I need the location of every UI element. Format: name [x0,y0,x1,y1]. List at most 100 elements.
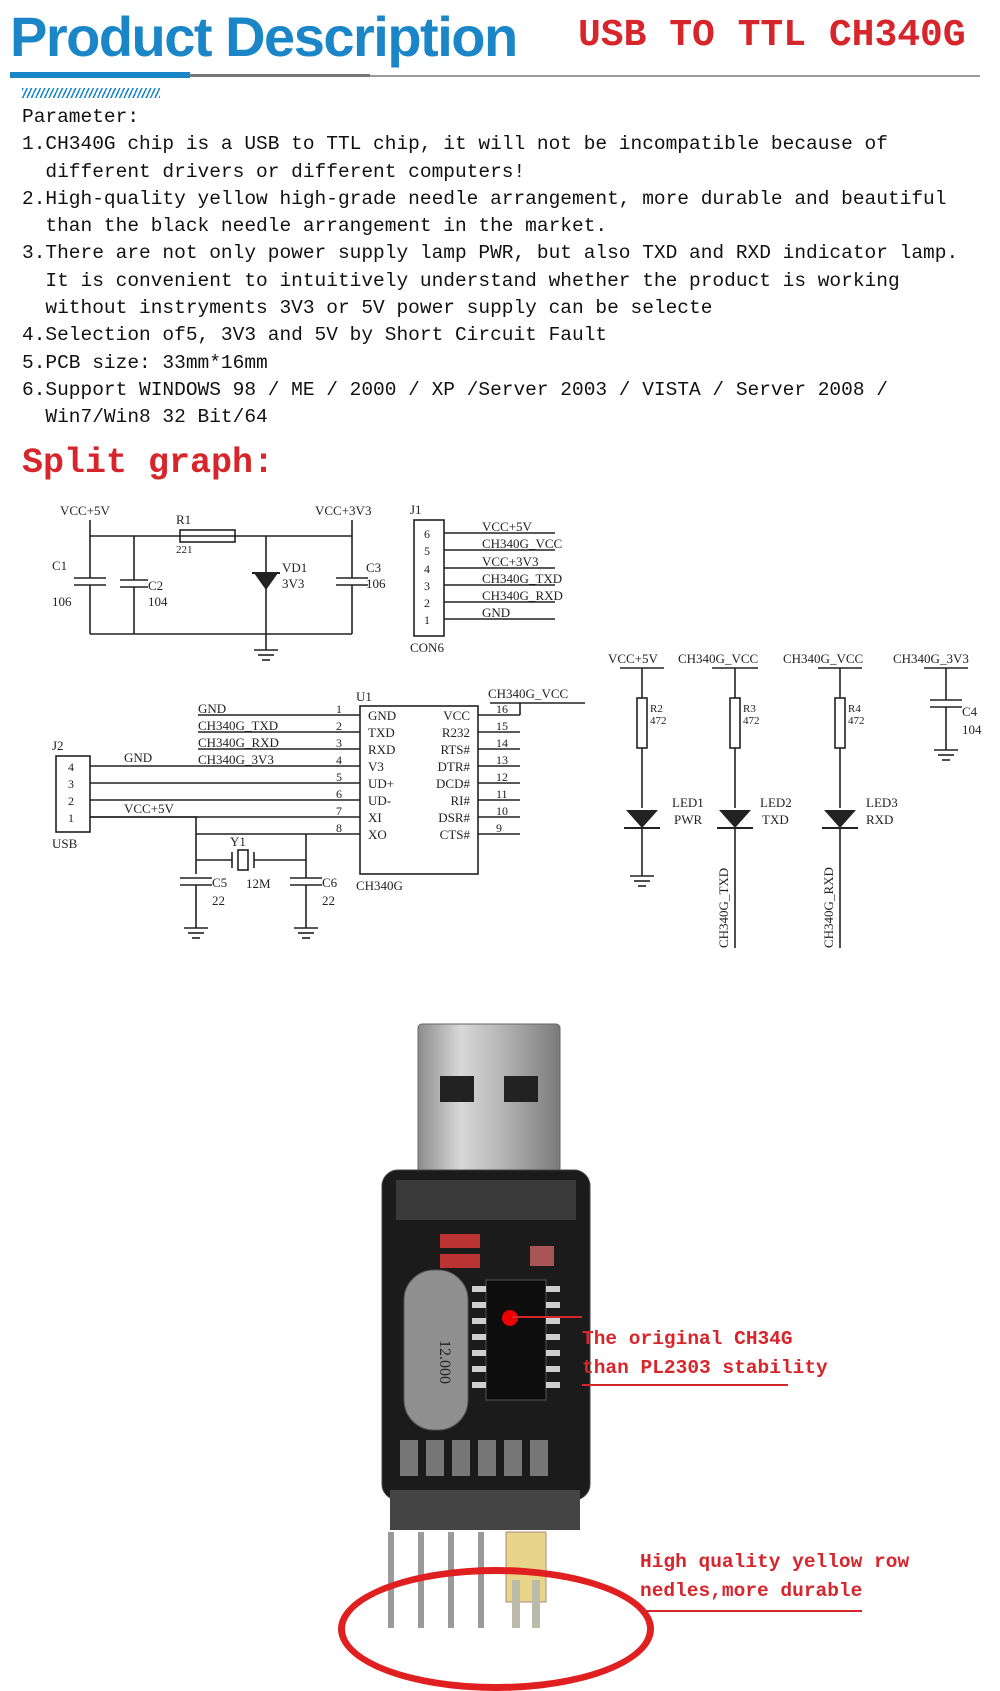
u1-pin: XO [368,827,387,842]
c2-label: C2 [148,578,163,593]
usb-plug-hole [504,1076,538,1102]
crystal-marking: 12.000 [436,1340,453,1384]
callout-underline [640,1610,862,1612]
parameter-line: Win7/Win8 32 Bit/64 [22,406,268,429]
vcc3-label: VCC+3V3 [315,503,371,518]
j1-net: CH340G_TXD [482,571,562,586]
j1-net: GND [482,605,510,620]
u1-pin: UD+ [368,776,394,791]
page-title: Product Description [10,5,518,68]
led1-label: LED1 [672,795,704,810]
u1-pin-num: 10 [496,804,508,818]
vd1-label: VD1 [282,560,307,575]
c1-value: 106 [52,594,72,609]
usb-plug [417,1023,561,1175]
chip-callout: The original CH34G than PL2303 stability [582,1325,828,1383]
u1-pin-num: 7 [336,804,342,818]
callout-line: High quality yellow row [640,1551,910,1573]
led2-text: TXD [762,812,789,827]
parameter-line: 1.CH340G chip is a USB to TTL chip, it w… [22,133,888,156]
r2-label: R2 [650,703,663,715]
u1-pin: VCC [443,708,470,723]
r1-label: R1 [176,512,191,527]
u1-pin: RXD [368,742,395,757]
j1-net: CH340G_VCC [482,536,562,551]
u1-pin: UD- [368,793,391,808]
j2-pin: 4 [68,760,74,774]
u1-pin: DSR# [438,810,470,825]
parameter-line: different drivers or different computers… [22,160,526,183]
j1-pin: 6 [424,527,430,541]
zener-diode-symbol [254,573,278,590]
j2-pin: 3 [68,777,74,791]
r4-label: R4 [848,703,861,715]
u1-pin-num: 13 [496,753,508,767]
y1-value: 12M [246,876,271,891]
u1-left-net: CH340G_3V3 [198,752,274,767]
parameter-line: than the black needle arrangement in the… [22,215,608,238]
u1-pin: RI# [451,793,471,808]
c3-value: 106 [366,576,386,591]
pins-callout: High quality yellow row nedles,more dura… [640,1548,909,1606]
u1-pin-num: 5 [336,770,342,784]
led1-symbol [626,810,658,828]
u1-pin-num: 6 [336,787,342,801]
circuit-schematic: VCC+5V VCC+3V3 R1 221 C1 106 C2 104 VD1 … [52,502,982,948]
j2-vcc-net: VCC+5V [124,801,175,816]
u1-pin: V3 [368,759,384,774]
j2-pin: 2 [68,794,74,808]
u1-left-net: CH340G_TXD [198,718,278,733]
r3-value: 472 [743,715,760,727]
led2-symbol [719,810,751,828]
r3-label: R3 [743,703,756,715]
u1-pin-num: 15 [496,719,508,733]
u1-pin-num: 4 [336,753,342,767]
parameter-line: 2.High-quality yellow high-grade needle … [22,187,947,210]
r1-value: 221 [176,544,193,556]
c6-label: C6 [322,875,338,890]
callout-line: nedles,more durable [640,1580,863,1602]
smd-capacitor [530,1246,554,1266]
led2-label: LED2 [760,795,792,810]
u1-pin-num: 16 [496,702,508,716]
highlight-ellipse [338,1567,654,1691]
parameter-heading: Parameter: [22,106,140,128]
c2-value: 104 [148,594,168,609]
c5-value: 22 [212,893,225,908]
callout-line: The original CH34G [582,1328,793,1350]
led-rail-label: CH340G_VCC [678,651,758,666]
u1-ref: U1 [356,689,372,704]
r2-value: 472 [650,715,667,727]
c4-label: C4 [962,704,978,719]
led-rail-label: VCC+5V [608,651,659,666]
u1-pin-num: 8 [336,821,342,835]
parameter-line: 3.There are not only power supply lamp P… [22,242,959,265]
hatch-decoration [22,88,160,98]
u1-pin: GND [368,708,396,723]
u1-pin-num: 11 [496,787,508,801]
page-header: Product Description USB TO TTL CH340G [0,0,1000,98]
u1-pin-num: 2 [336,719,342,733]
parameter-line: It is convenient to intuitively understa… [22,269,900,292]
u1-name: CH340G [356,878,403,893]
j2-gnd-net: GND [124,750,152,765]
r4-value: 472 [848,715,865,727]
j1-name: CON6 [410,640,444,655]
led3-symbol [824,810,856,828]
callout-dot [502,1310,518,1326]
c3-label: C3 [366,560,381,575]
led3-label: LED3 [866,795,898,810]
product-subtitle: USB TO TTL CH340G [578,14,966,57]
led1-text: PWR [674,812,703,827]
u1-pin-num: 1 [336,702,342,716]
split-graph-heading: Split graph: [22,443,275,483]
pcb-shell [396,1180,576,1220]
title-underline-gray [190,74,370,77]
parameter-line: without instryments 3V3 or 5V power supp… [22,297,713,320]
crystal-component [403,1269,469,1431]
c5-label: C5 [212,875,227,890]
parameter-line: 4.Selection of5, 3V3 and 5V by Short Cir… [22,324,608,347]
u1-pin: R232 [442,725,470,740]
j1-pin: 3 [424,579,430,593]
u1-pin-num: 3 [336,736,342,750]
